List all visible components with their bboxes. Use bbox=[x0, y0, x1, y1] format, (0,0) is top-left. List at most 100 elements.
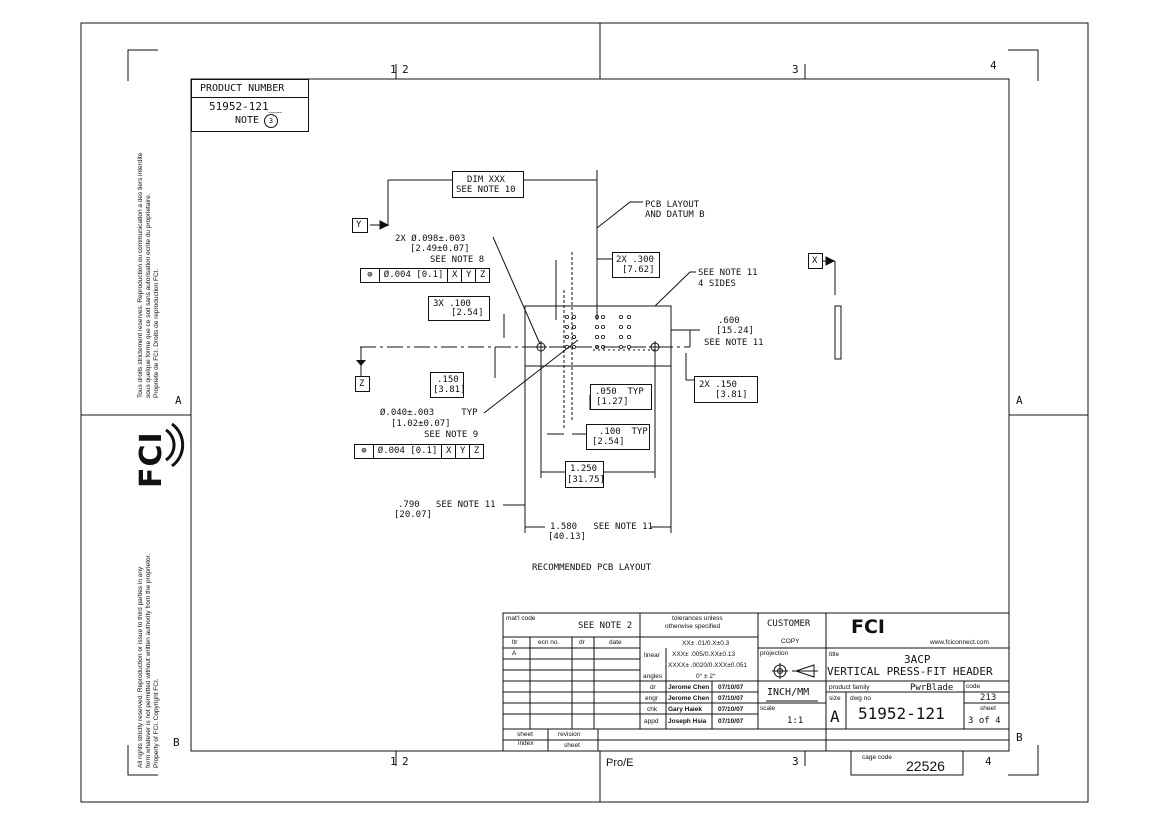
outer-border bbox=[80, 22, 1089, 803]
zone-row-b-right: B bbox=[1016, 731, 1023, 744]
signoff-date-engr: 07/10/07 bbox=[718, 695, 744, 702]
tolerance-2: XXX± .005/0.XX±0.13 bbox=[672, 651, 736, 658]
dim-3x-100-box: 3X .100 [2.54] bbox=[428, 296, 490, 321]
signoff-date-appd: 07/10/07 bbox=[718, 718, 744, 725]
pin-hole bbox=[595, 314, 600, 319]
dim-600: .600 bbox=[718, 316, 740, 326]
zone-col-1-bottom: 1 bbox=[390, 755, 397, 768]
signoff-name-chk: Gary Haiek bbox=[668, 706, 702, 713]
pin-hole bbox=[601, 324, 606, 329]
pin-hole bbox=[565, 314, 570, 319]
pin-hole bbox=[627, 314, 632, 319]
pin-hole bbox=[601, 334, 606, 339]
see-note-9: SEE NOTE 9 bbox=[424, 430, 479, 440]
rev-first-row: A bbox=[512, 650, 517, 657]
pcb-outline bbox=[524, 305, 672, 367]
title-line-1: 3ACP bbox=[904, 653, 931, 666]
signoff-date-chk: 07/10/07 bbox=[718, 706, 744, 713]
code-value: 213 bbox=[980, 693, 997, 703]
title-line-2: VERTICAL PRESS-FIT HEADER bbox=[827, 665, 993, 678]
sheet-index-label-2: index bbox=[518, 740, 534, 747]
see-note-10: SEE NOTE 10 bbox=[456, 185, 516, 195]
dim-1580-mm: [40.13] bbox=[548, 532, 586, 542]
tolerance-1: XX± .01/0.X±0.3 bbox=[682, 640, 730, 647]
signoff-date-dr: 07/10/07 bbox=[718, 684, 744, 691]
product-number-value: 51952-121__ bbox=[209, 100, 282, 113]
software-label: Pro/E bbox=[606, 757, 634, 769]
revision-sheet-label: sheet bbox=[564, 742, 580, 749]
signoff-name-appd: Joseph Hsia bbox=[668, 718, 707, 725]
zone-row-a-right: A bbox=[1016, 394, 1023, 407]
feature-control-frame-2: ⊕ Ø.004 [0.1] X Y Z bbox=[354, 444, 484, 459]
datum-x-box: X bbox=[808, 253, 823, 269]
note-bubble: 3 bbox=[264, 114, 278, 128]
title-label: title bbox=[829, 651, 840, 658]
dwg-no-label: dwg no bbox=[850, 695, 871, 702]
copy-label: COPY bbox=[781, 638, 800, 645]
sheet-index-label-1: sheet bbox=[517, 731, 533, 738]
fci-signal-icon bbox=[165, 422, 185, 468]
pin-hole bbox=[572, 344, 577, 349]
zone-row-a-left: A bbox=[175, 394, 182, 407]
dim-600-mm: [15.24] bbox=[716, 326, 754, 336]
pin-hole bbox=[619, 314, 624, 319]
hole-040-dia-mm: [1.02±0.07] bbox=[391, 419, 451, 429]
scale-value: 1:1 bbox=[787, 716, 804, 726]
pin-hole bbox=[595, 334, 600, 339]
pin-hole bbox=[627, 324, 632, 329]
see-note-11-sides: SEE NOTE 11 bbox=[698, 268, 758, 278]
pin-hole bbox=[565, 344, 570, 349]
dim-xxx-label: DIM XXX bbox=[467, 175, 505, 185]
signoff-name-dr: Jerome Chen bbox=[668, 684, 710, 691]
pin-hole bbox=[572, 334, 577, 339]
zone-col-1-top: 1 bbox=[390, 63, 397, 76]
matl-code-label: mat'l code bbox=[506, 615, 536, 622]
sheet-value: 3 of 4 bbox=[968, 716, 1001, 726]
pin-hole bbox=[619, 344, 624, 349]
pin-hole bbox=[572, 324, 577, 329]
angles-label: angles bbox=[643, 673, 663, 680]
cage-code-label: cage code bbox=[862, 754, 892, 761]
dim-1580: 1.580 SEE NOTE 11 bbox=[550, 522, 653, 532]
scale-label: scale bbox=[760, 705, 776, 712]
product-number-note: NOTE bbox=[235, 115, 260, 126]
sheet-label: sheet bbox=[980, 705, 996, 712]
hole-2x-dia-mm: [2.49±0.07] bbox=[410, 244, 470, 254]
linear-label: linear bbox=[644, 652, 660, 659]
projection-label: projection bbox=[760, 650, 789, 657]
fci-logo: FCI bbox=[851, 616, 885, 638]
size-value: A bbox=[830, 707, 840, 726]
tolerance-3: XXXX± .0020/0.XXX±0.051 bbox=[668, 662, 748, 669]
pin-hole bbox=[595, 344, 600, 349]
zone-col-2-bottom: 2 bbox=[402, 755, 409, 768]
pin-hole bbox=[601, 344, 606, 349]
pcb-layout-label: PCB LAYOUT bbox=[645, 200, 700, 210]
customer-label: CUSTOMER bbox=[767, 619, 811, 629]
rev-header-dr: dr bbox=[579, 639, 585, 646]
units-label: INCH/MM bbox=[767, 687, 810, 698]
hole-040-dia: Ø.040±.003 TYP bbox=[380, 408, 478, 418]
dim-2x-300-box: 2X .300 [7.62] bbox=[612, 252, 660, 278]
dim-150-box: .150 [3.81] bbox=[430, 372, 466, 398]
zone-col-4-top: 4 bbox=[990, 59, 997, 72]
datum-b-label: AND DATUM B bbox=[645, 210, 705, 220]
datum-y-box: Y bbox=[352, 218, 368, 233]
dim-2x-150-box: 2X .150 [3.81] bbox=[694, 376, 758, 403]
zone-col-3-top: 3 bbox=[792, 63, 799, 76]
zone-col-2-top: 2 bbox=[402, 63, 409, 76]
pin-hole bbox=[627, 334, 632, 339]
see-note-8: SEE NOTE 8 bbox=[430, 255, 485, 265]
see-note-11-b: SEE NOTE 11 bbox=[704, 338, 764, 348]
angle-tolerance: 0° ± 2° bbox=[696, 673, 716, 680]
see-note-2: SEE NOTE 2 bbox=[578, 621, 633, 631]
rev-header-date: date bbox=[609, 639, 622, 646]
dim-790-mm: [20.07] bbox=[394, 510, 432, 520]
code-label: code bbox=[966, 683, 981, 690]
zone-col-4-bottom: 4 bbox=[985, 755, 992, 768]
product-number-label: PRODUCT NUMBER bbox=[200, 83, 285, 94]
size-label: size bbox=[829, 695, 841, 702]
signoff-role-dr: dr bbox=[650, 684, 656, 691]
website: www.fciconnect.com bbox=[930, 639, 989, 646]
